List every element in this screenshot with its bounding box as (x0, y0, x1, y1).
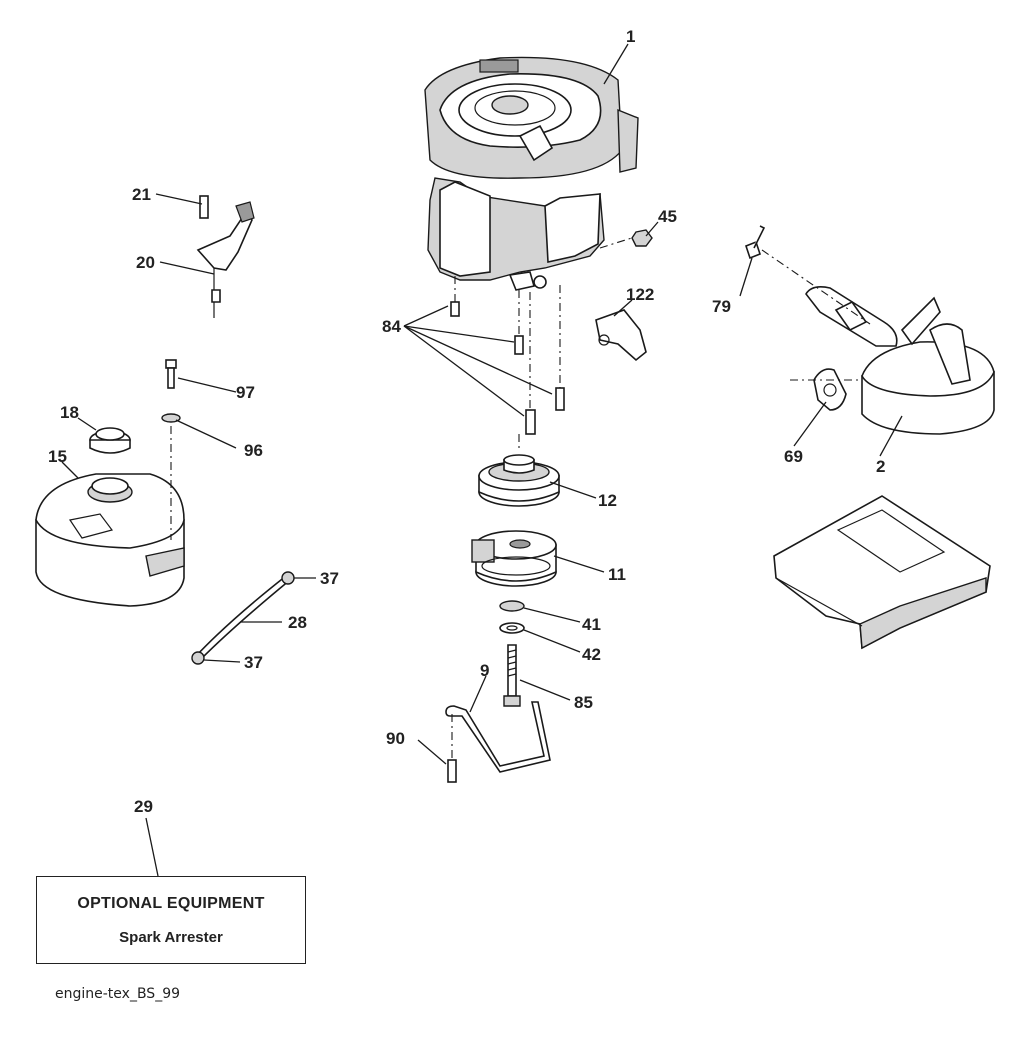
callout-79: 79 (712, 297, 731, 316)
engine-mount-bolts (450, 276, 565, 452)
callout-85: 85 (574, 693, 593, 712)
callout-96: 96 (244, 441, 263, 460)
brake-rod (445, 701, 551, 773)
callout-29: 29 (134, 797, 153, 816)
callout-9: 9 (480, 661, 489, 680)
callout-1: 1 (626, 27, 635, 46)
nut (599, 229, 653, 249)
callout-2: 2 (876, 457, 885, 476)
muffler-bolt (745, 225, 871, 381)
callout-37-bottom: 37 (244, 653, 263, 672)
callout-37-top: 37 (320, 569, 339, 588)
clutch-hardware (499, 600, 525, 707)
optional-equipment-item: Spark Arrester (119, 929, 223, 946)
engine-mount-plate (773, 495, 991, 650)
callout-18: 18 (60, 403, 79, 422)
callout-21: 21 (132, 185, 151, 204)
throttle-control (196, 195, 255, 318)
exhaust-gasket (813, 368, 847, 411)
fuel-line (191, 571, 295, 665)
callout-41: 41 (582, 615, 601, 634)
callout-90: 90 (386, 729, 405, 748)
engine (424, 56, 639, 291)
callout-45: 45 (658, 207, 677, 226)
rod-bolt (447, 714, 457, 783)
drawing-identifier: engine-tex_BS_99 (55, 986, 181, 1002)
callout-84: 84 (382, 317, 401, 336)
optional-equipment-box: OPTIONAL EQUIPMENT Spark Arrester (36, 876, 306, 964)
callout-11: 11 (608, 565, 626, 584)
tank-fastener (161, 359, 181, 540)
callout-122: 122 (626, 285, 654, 304)
muffler (805, 286, 995, 435)
callout-69: 69 (784, 447, 803, 466)
electric-clutch (471, 530, 557, 587)
callout-20: 20 (136, 253, 155, 272)
callout-97: 97 (236, 383, 255, 402)
callout-12: 12 (598, 491, 617, 510)
callout-42: 42 (582, 645, 601, 664)
optional-equipment-title: OPTIONAL EQUIPMENT (77, 895, 265, 912)
fuel-cap (89, 427, 131, 454)
leader-lines (61, 43, 903, 877)
engine-pulley (478, 454, 560, 507)
callout-15: 15 (48, 447, 67, 466)
belt-guard (595, 309, 647, 362)
callout-28: 28 (288, 613, 307, 632)
fuel-tank (35, 473, 185, 607)
